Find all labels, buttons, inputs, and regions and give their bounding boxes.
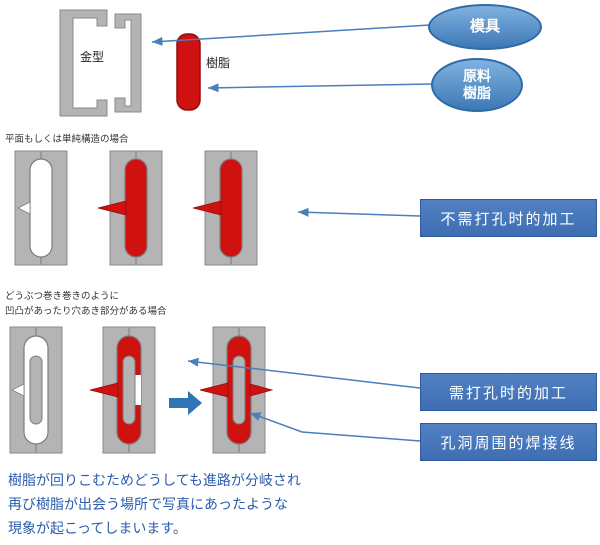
hole-core-pin [29, 355, 43, 425]
callout-ellipse-mold-label: 模具 [469, 18, 500, 35]
caption-hole-case-line2: 凹凸があったり穴あき部分がある場合 [5, 306, 167, 317]
hole-mold-step-1 [9, 326, 63, 454]
mold-halves-illustration [59, 9, 201, 117]
callout-ellipse-mold: 模具 [428, 4, 542, 50]
caption-hole-case-line1: どうぶつ巻き巻きのように [5, 291, 120, 302]
gate-notch [11, 383, 25, 397]
resin-weld-spike [249, 383, 273, 397]
gate-notch [17, 201, 31, 215]
footer-note-line3: 現象が起こってしまいます。 [8, 520, 187, 536]
unfilled-gap [134, 375, 141, 405]
callout-box-no-hole: 不需打孔时的加工 [420, 199, 597, 237]
callout-box-no-hole-label: 不需打孔时的加工 [440, 210, 577, 228]
flat-mold-step-1 [14, 150, 68, 266]
callout-ellipse-resin-line2: 樹脂 [463, 85, 491, 101]
hole-mold-step-3 [199, 326, 273, 454]
arrow-to-mold [151, 24, 431, 46]
resin-label: 樹脂 [206, 56, 231, 70]
flat-mold-step-3 [192, 150, 258, 266]
resin-sprue-spike [97, 200, 127, 216]
resin-sprue-spike [199, 382, 229, 398]
hole-mold-step-2 [89, 326, 156, 454]
footer-note-line1: 樹脂が回りこむためどうしても進路が分岐され [8, 472, 301, 488]
resin-sprue-spike [89, 382, 119, 398]
callout-ellipse-resin-line1: 原料 [463, 68, 491, 85]
arrow-weld-line [249, 412, 421, 442]
arrow-hole-process [187, 357, 421, 389]
mold-label: 金型 [80, 50, 105, 64]
mold-left-half [59, 9, 108, 117]
callout-box-weld-line-label: 孔洞周围的焊接线 [440, 434, 577, 452]
callout-box-hole-process: 需打孔时的加工 [420, 373, 597, 411]
hole-core-pin [122, 355, 136, 425]
mold-right-half [114, 13, 142, 113]
resin-blob [176, 33, 201, 111]
hole-core-pin [232, 355, 246, 425]
callout-ellipse-resin: 原料 樹脂 [431, 58, 523, 112]
caption-flat-case: 平面もしくは単純構造の場合 [5, 134, 129, 145]
flat-mold-step-2 [97, 150, 163, 266]
callout-box-weld-line: 孔洞周围的焊接线 [420, 423, 597, 461]
arrow-to-resin [207, 83, 434, 93]
resin-sprue-spike [192, 200, 222, 216]
arrow-no-hole-process [297, 207, 421, 217]
process-arrow-icon [169, 391, 202, 415]
callout-box-hole-process-label: 需打孔时的加工 [448, 384, 568, 402]
footer-note-line2: 再び樹脂が出会う場所で写真にあったような [8, 496, 288, 512]
